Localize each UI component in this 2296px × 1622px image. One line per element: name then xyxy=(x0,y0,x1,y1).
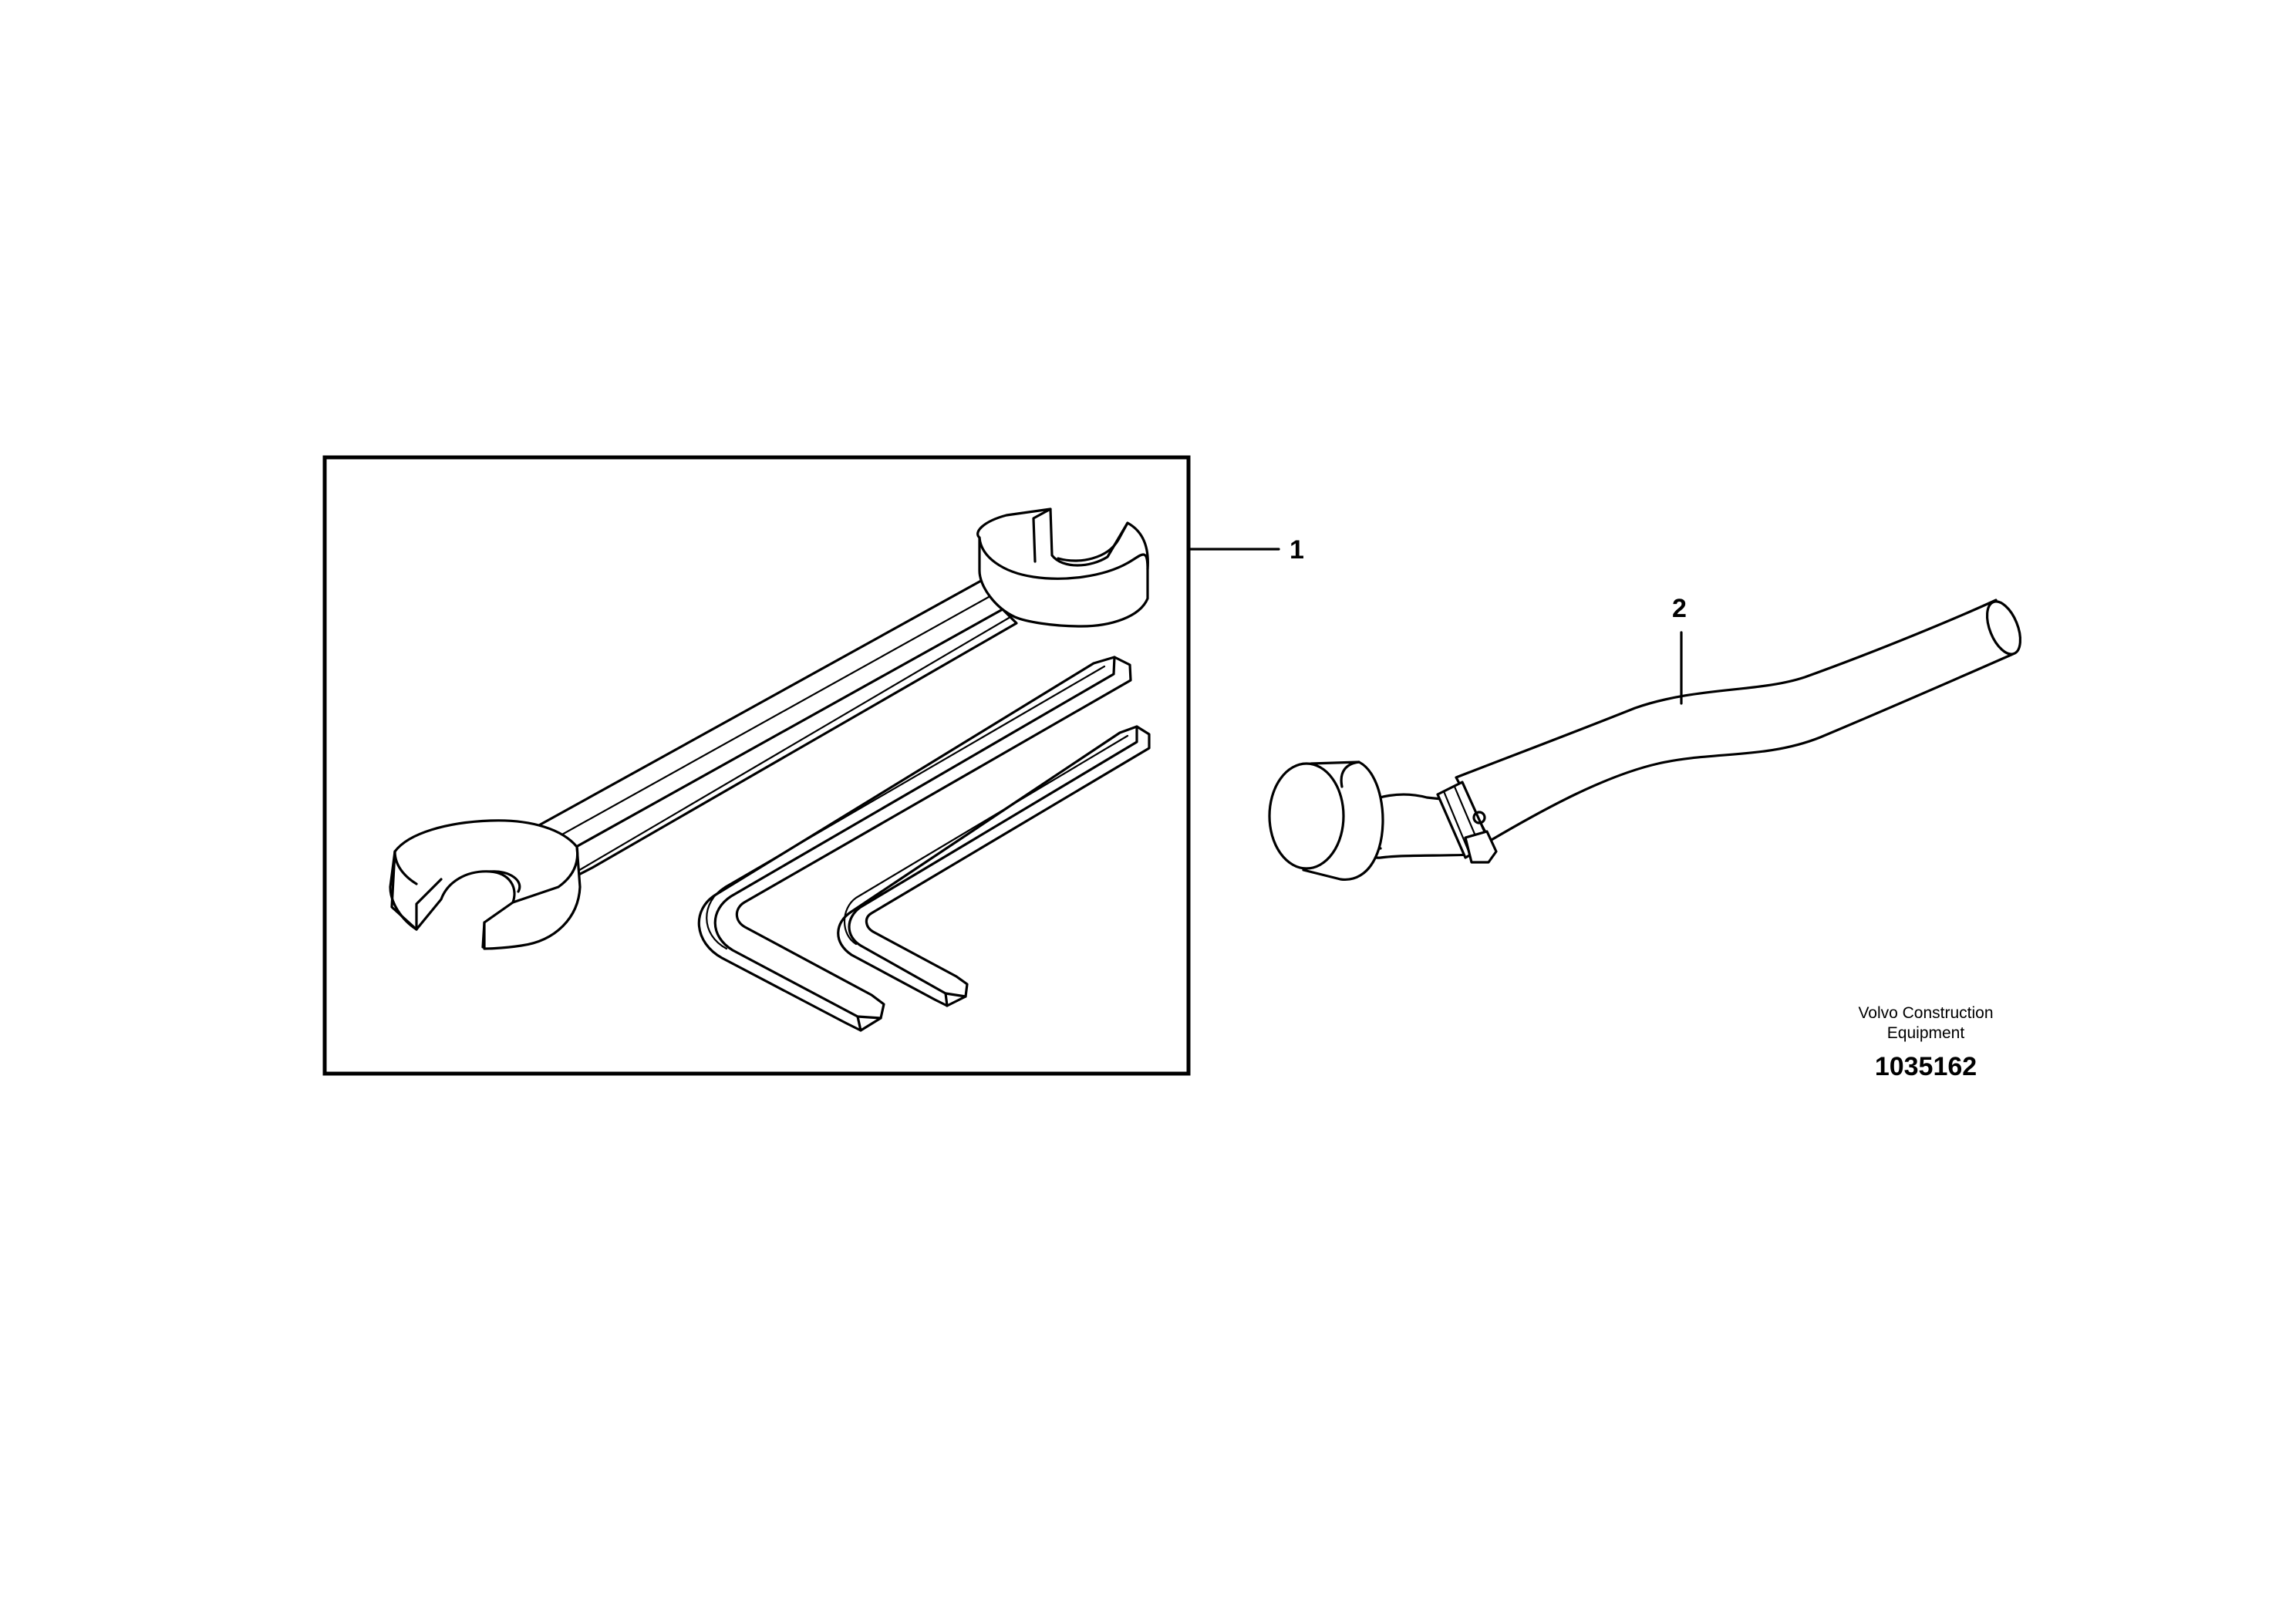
document-number: 1035162 xyxy=(1875,1052,1977,1081)
caption-line-2: Equipment xyxy=(1887,1024,1965,1042)
tool-kit-frame xyxy=(322,455,1191,1076)
hose xyxy=(1268,599,2022,882)
hex-key-small xyxy=(837,725,1151,1007)
hex-key-large xyxy=(697,656,1132,1032)
open-end-wrench xyxy=(389,508,1149,950)
callout-1-label: 1 xyxy=(1290,535,1304,565)
callout-2-label: 2 xyxy=(1672,594,1687,623)
caption-line-1: Volvo Construction xyxy=(1858,1004,1993,1022)
